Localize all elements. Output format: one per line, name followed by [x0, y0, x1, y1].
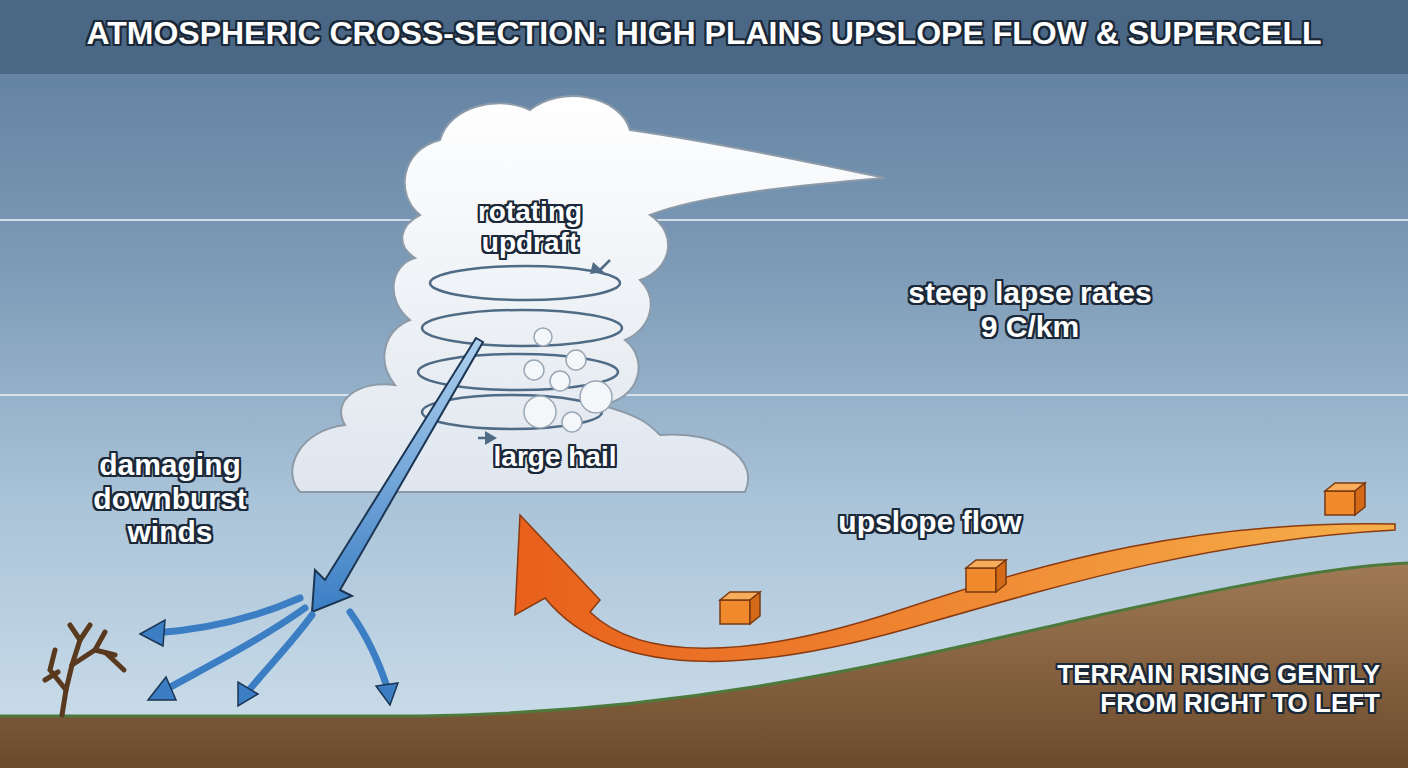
title: ATMOSPHERIC CROSS-SECTION: HIGH PLAINS U…: [0, 16, 1408, 52]
terrain-note: TERRAIN RISING GENTLY FROM RIGHT TO LEFT: [990, 660, 1380, 718]
lapse-rate-note: steep lapse rates 9 C/km: [902, 276, 1158, 343]
updraft-label: rotating updraft: [455, 196, 605, 259]
upslope-label: upslope flow: [810, 505, 1050, 539]
hail-label: large hail: [480, 441, 630, 472]
downburst-label: damaging downburst winds: [70, 448, 270, 549]
storm-cloud: rotating updraft large hail: [300, 100, 760, 495]
